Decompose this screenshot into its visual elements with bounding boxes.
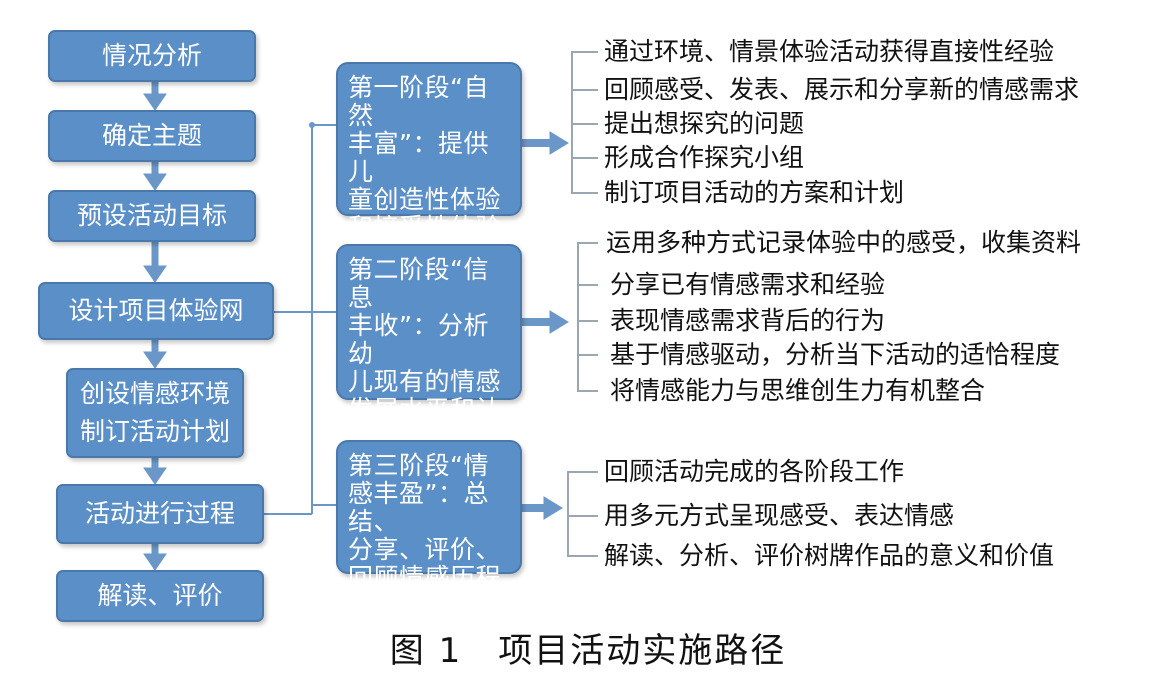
flow-step-determine-theme: 确定主题 bbox=[48, 110, 256, 162]
figure-caption: 图 1 项目活动实施路径 bbox=[389, 631, 787, 671]
flow-step-situation-analysis: 情况分析 bbox=[48, 30, 256, 82]
stage-2-item: 分享已有情感需求和经验 bbox=[610, 270, 886, 299]
stage-3-item: 用多元方式呈现感受、表达情感 bbox=[604, 501, 955, 530]
item-brackets bbox=[567, 51, 598, 557]
stage-1-box: 第一阶段“自然 丰富”：提供儿 童创造性体验 和接受性体验 的自然场景 bbox=[336, 62, 522, 270]
flow-step-create-environment: 创设情感环境 制订活动计划 bbox=[66, 368, 244, 458]
stage-1-item: 回顾感受、发表、展示和分享新的情感需求 bbox=[604, 75, 1080, 104]
stage-1-item: 形成合作探究小组 bbox=[604, 143, 805, 172]
stage-1-item: 制订项目活动的方案和计划 bbox=[604, 178, 905, 207]
flow-step-preset-goals: 预设活动目标 bbox=[48, 190, 256, 242]
stage-1-item: 通过环境、情景体验活动获得直接性经验 bbox=[604, 37, 1055, 66]
flow-step-interpret-evaluate: 解读、评价 bbox=[56, 570, 264, 622]
stage-2-item: 基于情感驱动，分析当下活动的适恰程度 bbox=[610, 340, 1061, 369]
flow-arrows bbox=[143, 80, 167, 571]
stage-3-item: 解读、分析、评价树牌作品的意义和价值 bbox=[604, 541, 1055, 570]
stage-3-item: 回顾活动完成的各阶段工作 bbox=[604, 457, 905, 486]
stage-arrows bbox=[520, 131, 569, 520]
stage-3-box: 第三阶段“情 感丰盈”：总结、 分享、评价、 回顾情感历程 bbox=[336, 440, 522, 592]
stage-1-item: 提出想探究的问题 bbox=[604, 109, 805, 138]
branch-lines bbox=[262, 122, 336, 515]
flow-step-activity-process: 活动进行过程 bbox=[56, 484, 264, 544]
stage-2-item: 表现情感需求背后的行为 bbox=[610, 306, 886, 335]
stage-2-item: 将情感能力与思维创生力有机整合 bbox=[610, 376, 986, 405]
flow-step-design-experience-web: 设计项目体验网 bbox=[38, 282, 274, 340]
stage-2-item: 运用多种方式记录体验中的感受，收集资料 bbox=[606, 228, 1082, 257]
stage-2-box: 第二阶段“信息 丰收”：分析幼 儿现有的情感 发展水平和认 知经验 bbox=[336, 244, 522, 452]
